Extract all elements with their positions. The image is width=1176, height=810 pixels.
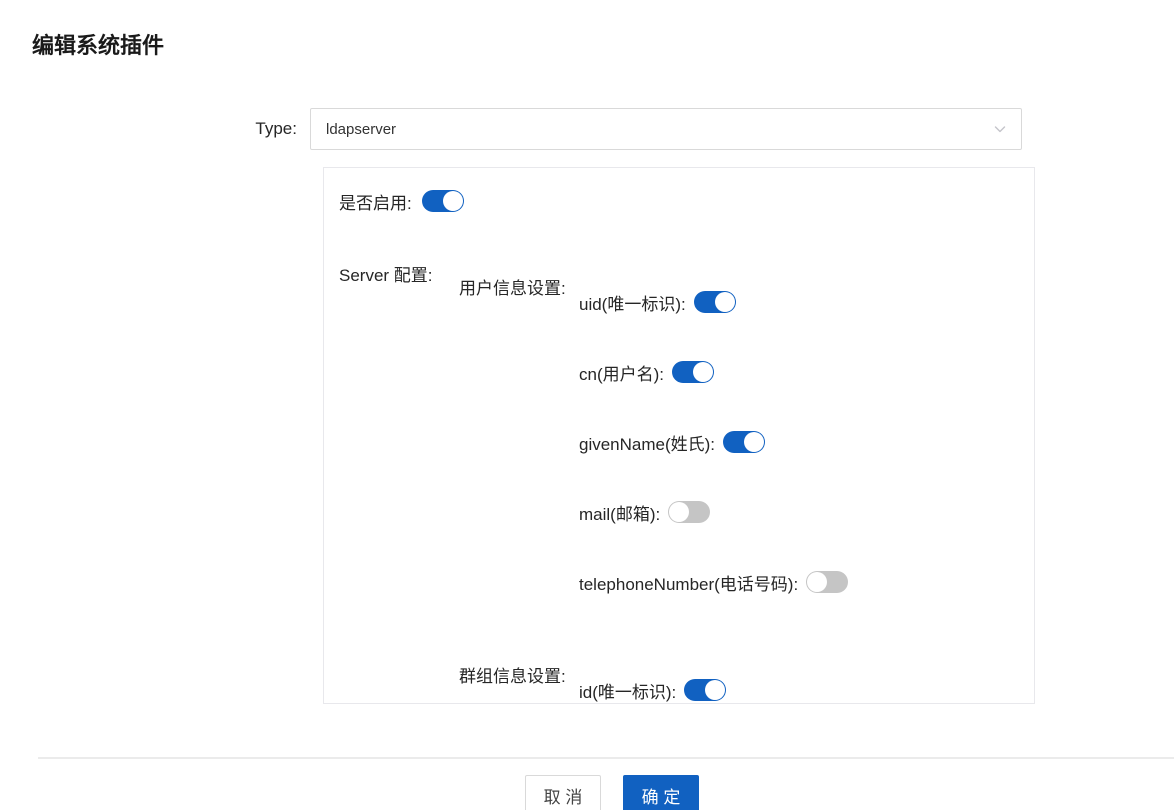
toggle-knob [714, 292, 735, 312]
footer-actions: 取 消 确 定 [525, 775, 1176, 810]
enable-row: 是否启用: [339, 190, 1034, 213]
config-subsection: 用户信息设置: uid(唯一标识): cn(用户名): givenName(姓氏… [459, 278, 849, 594]
toggle-knob [705, 680, 726, 700]
toggle-knob [669, 502, 690, 522]
type-select[interactable]: ldapserver [310, 108, 1022, 150]
plugin-config-panel: 是否启用: Server 配置: 用户信息设置: uid(唯一标识): cn(用… [323, 167, 1035, 704]
toggle-row: givenName(姓氏): [579, 431, 848, 454]
toggle-knob [442, 191, 463, 211]
toggle-switch[interactable] [672, 361, 714, 383]
server-config-row: Server 配置: 用户信息设置: uid(唯一标识): cn(用户名): g… [339, 265, 1034, 702]
config-subsection: 群组信息设置: id(唯一标识): [459, 666, 848, 702]
chevron-down-icon [993, 122, 1007, 136]
server-config-subsections: 用户信息设置: uid(唯一标识): cn(用户名): givenName(姓氏… [459, 278, 849, 702]
toggle-row: telephoneNumber(电话号码): [579, 571, 849, 594]
toggle-row: id(唯一标识): [579, 679, 727, 702]
footer-divider [38, 757, 1174, 759]
toggle-switch[interactable] [693, 291, 736, 313]
toggle-row-label: uid(唯一标识): [579, 294, 686, 314]
toggle-row-label: id(唯一标识): [579, 682, 677, 702]
ok-button[interactable]: 确 定 [623, 775, 699, 810]
toggle-rows: uid(唯一标识): cn(用户名): givenName(姓氏): mail(… [579, 291, 849, 594]
toggle-rows: id(唯一标识): [579, 679, 727, 702]
toggle-row-label: givenName(姓氏): [579, 434, 716, 454]
toggle-switch[interactable] [684, 679, 727, 701]
toggle-knob [807, 572, 828, 592]
enable-toggle-switch[interactable] [421, 190, 464, 212]
type-label: Type: [255, 119, 297, 138]
enable-label: 是否启用: [339, 193, 412, 213]
toggle-knob [693, 362, 713, 382]
toggle-switch[interactable] [806, 571, 849, 593]
toggle-switch[interactable] [723, 431, 766, 453]
page-title: 编辑系统插件 [32, 33, 165, 58]
toggle-knob [744, 432, 765, 452]
type-select-value: ldapserver [326, 120, 397, 138]
type-field-row: Type: ldapserver [0, 108, 1176, 150]
toggle-switch[interactable] [668, 501, 711, 523]
subsection-label: 群组信息设置: [459, 667, 566, 686]
toggle-row-label: telephoneNumber(电话号码): [579, 574, 799, 594]
subsection-label: 用户信息设置: [459, 279, 566, 298]
toggle-row-label: mail(邮箱): [579, 504, 661, 524]
toggle-row: uid(唯一标识): [579, 291, 848, 314]
toggle-row-label: cn(用户名): [579, 364, 664, 384]
toggle-row: cn(用户名): [579, 361, 848, 384]
cancel-button[interactable]: 取 消 [525, 775, 601, 810]
server-config-label: Server 配置: [339, 266, 433, 285]
toggle-row: mail(邮箱): [579, 501, 848, 524]
